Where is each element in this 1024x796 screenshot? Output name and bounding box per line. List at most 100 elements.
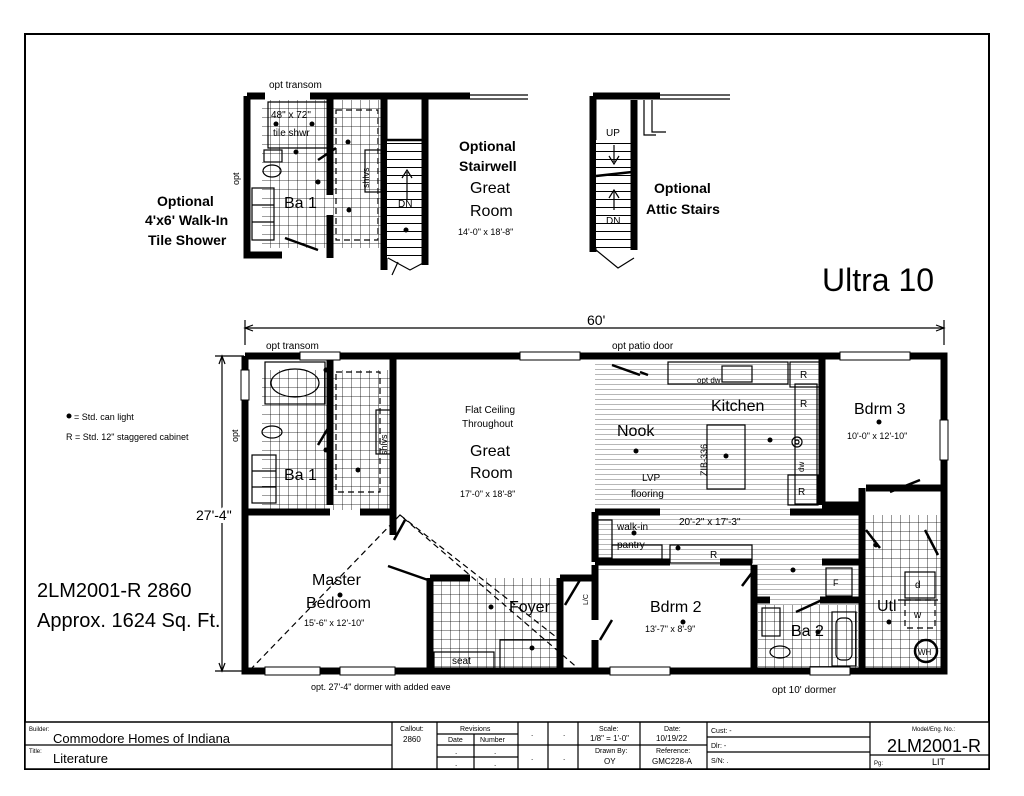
- shlvs-label: shlvs: [379, 434, 389, 455]
- rev-dot-8: .: [494, 759, 496, 768]
- opt-ba1-label: Ba 1: [284, 195, 317, 212]
- shower-option-title-2: 4'x6' Walk-In: [145, 212, 228, 228]
- ba1-tile-floor: [262, 370, 390, 510]
- dryer-label: d: [915, 580, 921, 591]
- opt-patio-door-label: opt patio door: [612, 341, 674, 352]
- rev-dot-5: .: [531, 753, 533, 762]
- dimension-lines: 60' 27'-4": [193, 312, 946, 673]
- legend-can-light: = Std. can light: [74, 412, 134, 422]
- kitchen-label: Kitchen: [711, 398, 764, 415]
- dlr-field: Dlr: -: [711, 743, 727, 750]
- foyer-label: Foyer: [509, 599, 551, 616]
- lvp-label-2: flooring: [631, 489, 664, 500]
- sn-field: S/N: .: [711, 758, 729, 765]
- opt-transom-label-top: opt transom: [269, 80, 322, 91]
- great-room-note-1: Flat Ceiling: [465, 405, 515, 416]
- overall-depth-dim: 27'-4": [196, 507, 232, 523]
- opt-shlvs-label: shlvs: [361, 167, 371, 188]
- opt-transom-label: opt transom: [266, 341, 319, 352]
- water-heater-label: WH: [918, 648, 932, 657]
- callout-label: Callout:: [400, 726, 424, 733]
- shower-size-label: 48" x 72": [271, 110, 311, 121]
- washer-label: w: [913, 610, 922, 621]
- optional-shower-plan: opt transom 48" x 72" tile shwr Ba 1 opt…: [145, 80, 528, 276]
- utility-label: Utl: [877, 598, 897, 615]
- master-label-2: Bedroom: [306, 595, 371, 612]
- foyer-tile-floor: [432, 578, 560, 670]
- great-room-label-2: Room: [470, 465, 513, 482]
- legend: = Std. can light R = Std. 12" staggered …: [66, 412, 189, 442]
- title-block: Builder: Commodore Homes of Indiana Titl…: [24, 721, 990, 770]
- seat-label: seat: [452, 656, 471, 667]
- attic-dn-label: DN: [606, 216, 620, 227]
- title-value: Literature: [53, 751, 108, 766]
- bdrm3-dim: 10'-0" x 12'-10": [847, 431, 907, 441]
- can-light-icon: [66, 413, 72, 419]
- revision-date-label: Date: [448, 737, 463, 744]
- overall-width-dim: 60': [587, 312, 605, 328]
- ba1-label: Ba 1: [284, 467, 317, 484]
- model-eng-value: 2LM2001-R: [887, 736, 981, 756]
- dw-label: dw: [797, 462, 806, 472]
- area-label: Approx. 1624 Sq. Ft.: [37, 610, 220, 632]
- attic-option-title-2: Attic Stairs: [646, 201, 720, 217]
- stairwell-option-title-2: Stairwell: [459, 158, 517, 174]
- master-label-1: Master: [312, 572, 362, 589]
- opt-side-label-top: opt: [231, 172, 241, 185]
- ba2-label: Ba 2: [791, 623, 824, 640]
- legend-cabinet: R = Std. 12" staggered cabinet: [66, 432, 189, 442]
- builder-label: Builder:: [29, 727, 50, 733]
- attic-up-label: UP: [606, 128, 620, 139]
- stair-dn-label: DN: [398, 199, 412, 210]
- great-room-label-1: Great: [470, 443, 511, 460]
- builder-value: Commodore Homes of Indiana: [53, 731, 231, 746]
- callout-value: 2860: [403, 735, 421, 744]
- date-value: 10/19/22: [656, 734, 688, 743]
- model-eng-label: Model/Eng. No.:: [912, 727, 955, 733]
- rev-dot-2: .: [563, 729, 565, 738]
- scale-label: Scale:: [599, 726, 619, 733]
- cabinet-r-label-2: R: [800, 399, 807, 410]
- title-label: Title:: [29, 749, 42, 755]
- drawn-by-label: Drawn By:: [595, 748, 627, 755]
- nook-label: Nook: [617, 423, 655, 440]
- main-floor-plan: Flat Ceiling Throughout Great Room 17'-0…: [230, 341, 949, 696]
- date-label: Date:: [664, 726, 681, 733]
- scale-value: 1/8" = 1'-0": [590, 734, 629, 743]
- great-room-dim: 17'-0" x 18'-8": [460, 489, 515, 499]
- lvp-label-1: LVP: [642, 473, 660, 484]
- revisions-label: Revisions: [460, 726, 491, 733]
- cabinet-r-label-4: R: [710, 550, 717, 561]
- model-code-label: 2LM2001-R 2860: [37, 580, 192, 602]
- shower-option-title-1: Optional: [157, 193, 214, 209]
- island-label: ZIB-336: [699, 444, 709, 476]
- shower-type-label: tile shwr: [273, 128, 310, 139]
- ba2-tile-floor: [758, 605, 858, 670]
- model-name-title: Ultra 10: [822, 262, 934, 298]
- stairwell-room-dim: 14'-0" x 18'-8": [458, 227, 513, 237]
- rev-dot-4: .: [494, 747, 496, 756]
- pantry-label-1: walk-in: [616, 522, 648, 533]
- pantry-label-2: pantry: [617, 540, 645, 551]
- shower-option-title-3: Tile Shower: [148, 232, 227, 248]
- front-dormer-note: opt. 27'-4" dormer with added eave: [311, 682, 451, 692]
- opt-dw-label: opt dw: [697, 376, 721, 385]
- cust-field: Cust: -: [711, 728, 732, 735]
- kitchen-lvp-floor: [595, 360, 821, 510]
- optional-attic-stairs-plan: UP DN Optional Attic Stairs: [589, 92, 730, 269]
- lc-label: L/C: [583, 594, 590, 605]
- drawn-by-value: OY: [604, 757, 616, 766]
- page-label: Pg:: [874, 761, 883, 767]
- shower-tile-floor: [262, 100, 382, 248]
- revision-number-label: Number: [480, 737, 506, 744]
- rev-dot-3: .: [455, 747, 457, 756]
- bdrm2-dim: 13'-7" x 8'-9": [645, 624, 695, 634]
- rev-dot-7: .: [455, 759, 457, 768]
- bdrm2-label: Bdrm 2: [650, 599, 702, 616]
- master-dim: 15'-6" x 12'-10": [304, 618, 364, 628]
- reference-value: GMC228-A: [652, 757, 693, 766]
- cabinet-r-label-1: R: [800, 370, 807, 381]
- stairwell-option-title-1: Optional: [459, 138, 516, 154]
